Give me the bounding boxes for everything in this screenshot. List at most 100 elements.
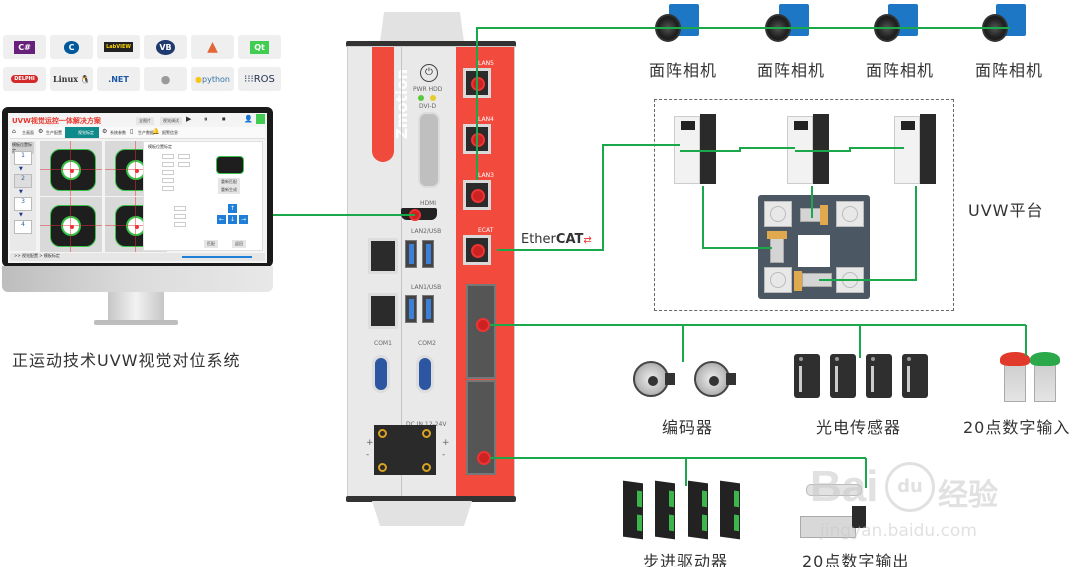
nav-system-params[interactable]: 系统参数 [110,130,126,135]
step-2[interactable]: 2 [14,174,32,188]
arrow-right-button[interactable]: → [239,215,248,224]
nav-vision-active[interactable] [65,127,99,138]
data-icon[interactable]: ▯ [130,128,134,135]
linux-icon: Linux🐧 [50,67,93,91]
match-button[interactable]: 匹配 [204,240,218,248]
arrow-left-button[interactable]: ← [217,215,226,224]
usb-port [405,240,417,268]
power-icon[interactable]: ⏻ [420,64,438,82]
encoder-2 [694,361,736,401]
param-field[interactable] [162,178,174,183]
vb-icon: VB [144,35,187,59]
step-3[interactable]: 3 [14,197,32,211]
user-icon[interactable]: 👤 [244,115,253,123]
digital-input-label: 20点数字输入 [963,418,1071,437]
output-connection-point [477,451,491,465]
dvi-port [418,112,440,188]
nav-main[interactable]: 主画面 [22,130,34,135]
camera-view-3[interactable] [40,197,102,252]
uvw-platform-label: UVW平台 [968,201,1044,220]
calibration-panel: 模板位置标定 重新匹配 重新生成 ↑ ← ↓ → 匹配 返回 [143,141,263,251]
bell-icon[interactable]: 🔔 [152,128,160,135]
com1-label: COM1 [374,340,392,347]
gear-icon[interactable]: ⚙ [102,128,108,135]
mount-bracket-top [380,12,464,42]
area-camera-4 [978,4,1028,46]
servo-drive-1 [674,114,718,186]
pwr-led [418,95,424,101]
monitor-base [94,320,178,325]
labview-icon: LabVIEW [97,35,140,59]
camera-view-1[interactable] [40,141,102,196]
dvi-label: DVI-D [419,103,437,110]
software-screen: UVW视觉运控一体解决方案 全图片 视觉调试 ▶ ⏸ ⏹ 👤 ⌂ 主画面 ⚙ 生… [8,113,267,263]
stepper-driver-1 [623,480,643,540]
lan1-port [368,293,398,329]
config-icon[interactable]: ⚙ [38,128,44,135]
com1-port [372,355,390,393]
down-arrow-icon: ▼ [19,212,23,218]
area-camera-1 [651,4,701,46]
monitor-chin [2,266,273,292]
dc-power-connector [374,425,436,475]
nav-vision-calibration[interactable]: 视觉标定 [78,130,94,135]
photo-sensor-4 [902,354,928,398]
param-field[interactable] [174,214,186,219]
step-4[interactable]: 4 [14,220,32,234]
lan2-port [368,238,398,274]
param-field[interactable] [162,186,174,191]
zoom-slider[interactable] [182,256,252,258]
stop-button[interactable]: ⏹ [222,115,226,123]
nav-production-config[interactable]: 生产配置 [46,130,62,135]
lan1-label: LAN1/USB [411,284,442,291]
controller-top-cap [346,41,516,47]
exit-button[interactable] [256,114,265,124]
photo-sensor-1 [794,354,820,398]
red-push-button [1000,352,1030,404]
python-icon: ●python [191,67,234,91]
home-icon[interactable]: ⌂ [12,128,16,135]
hdmi-connection-point [409,209,421,221]
arrow-up-button[interactable]: ↑ [228,204,237,213]
stepper-driver-4 [720,480,740,540]
param-field[interactable] [162,154,174,159]
param-field[interactable] [178,162,190,167]
brand-stripe [372,47,394,162]
start-button[interactable]: ▶ [186,115,192,123]
stepper-driver-3 [688,480,708,540]
ethercat-arrows-icon: ⇄ [583,235,592,246]
return-button[interactable]: 返回 [232,240,246,248]
dotnet-icon: .NET [97,67,140,91]
lan5-port [463,68,491,98]
step-1[interactable]: 1 [14,151,32,165]
hdmi-label: HDMI [420,200,437,207]
baidu-paw-icon: du [885,462,935,512]
monitor-stand [108,292,164,320]
param-field[interactable] [162,170,174,175]
down-arrow-icon: ▼ [19,166,23,172]
param-field[interactable] [178,154,190,159]
lan3-port [463,180,491,210]
photo-sensor-2 [830,354,856,398]
photo-sensor-label: 光电传感器 [816,418,902,437]
hdd-led [430,95,436,101]
rematch-button[interactable]: 重新匹配 [218,178,240,186]
param-field[interactable] [162,162,174,167]
camera-label-1: 面阵相机 [649,61,718,80]
camera-label-3: 面阵相机 [866,61,935,80]
regenerate-button[interactable]: 重新生成 [218,186,240,194]
nav-alarm-info[interactable]: 报警信息 [162,130,178,135]
stepper-driver-label: 步进驱动器 [643,552,729,567]
arrow-down-button[interactable]: ↓ [228,215,237,224]
vision-debug-button[interactable]: 视觉调试 [160,117,182,125]
full-image-button[interactable]: 全图片 [136,117,154,125]
param-field[interactable] [174,222,186,227]
software-nav: ⌂ 主画面 ⚙ 生产配置 视觉标定 ⚙ 系统参数 ▯ 生产数据 🔔 报警信息 [10,127,265,139]
usb-port [405,295,417,323]
template-preview [216,156,244,174]
nav-production-data[interactable]: 生产数据 [138,130,154,135]
area-camera-3 [870,4,920,46]
param-field[interactable] [174,206,186,211]
photo-sensor-3 [866,354,892,398]
pause-button[interactable]: ⏸ [204,115,208,123]
